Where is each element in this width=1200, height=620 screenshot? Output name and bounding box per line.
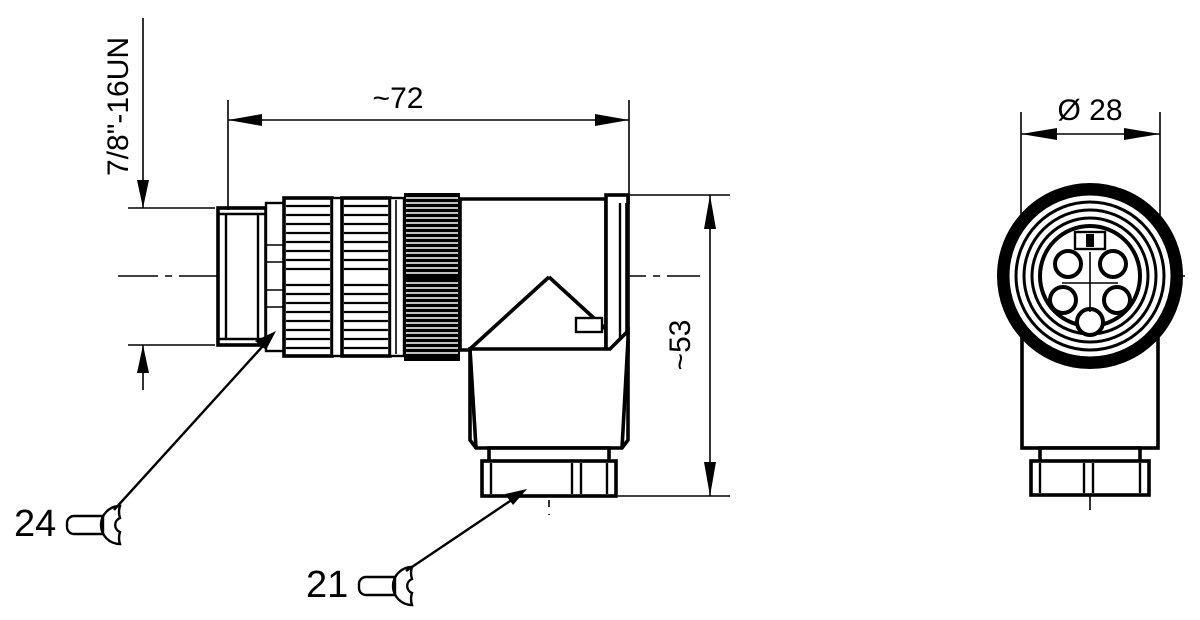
front-keyway xyxy=(1073,230,1107,251)
coupling-nut xyxy=(404,193,460,361)
wrench-icon xyxy=(357,565,414,607)
callout-wrench-24: 24 xyxy=(14,331,276,546)
front-gland-nut xyxy=(1029,459,1151,497)
dimension-diameter: Ø 28 xyxy=(1020,94,1161,230)
side-view xyxy=(118,193,700,515)
thread-arrow-top xyxy=(137,180,149,208)
diameter-arrow-right xyxy=(1124,128,1160,140)
length-arrow-left xyxy=(228,114,262,126)
length-arrow-right xyxy=(595,114,629,126)
dimension-height: ~53 xyxy=(618,194,730,497)
thread-arrow-bottom xyxy=(137,345,149,373)
contact-5 xyxy=(1075,307,1105,337)
contact-3 xyxy=(1048,285,1078,315)
front-knurled-outer-ring xyxy=(997,183,1183,369)
leader-line-21 xyxy=(405,492,523,572)
length-label: ~72 xyxy=(373,82,424,115)
cable-gland-nut xyxy=(480,459,618,498)
vertical-arm xyxy=(468,326,630,450)
diameter-label: Ø 28 xyxy=(1057,94,1122,127)
contact-2 xyxy=(1098,249,1128,279)
knurled-grip-band-1 xyxy=(282,196,334,358)
contact-1 xyxy=(1053,249,1083,279)
front-ring-2 xyxy=(1014,200,1166,352)
wrench-21-label: 21 xyxy=(306,564,348,606)
front-contacts xyxy=(1048,249,1132,337)
wrench-24-label: 24 xyxy=(14,503,56,545)
diameter-arrow-left xyxy=(1021,128,1057,140)
elbow-body xyxy=(458,197,610,352)
leader-arrow-21 xyxy=(505,489,527,505)
wrench-icon xyxy=(65,504,122,546)
height-arrow-bottom xyxy=(704,462,716,496)
contact-4 xyxy=(1102,285,1132,315)
dimension-thread: 7/8"-16UN xyxy=(102,18,215,390)
leader-arrow-24 xyxy=(255,331,276,350)
knurled-grip-band-2 xyxy=(340,196,392,358)
thread-end xyxy=(216,206,268,347)
thread-spec-label: 7/8"-16UN xyxy=(102,37,135,176)
leader-line-24 xyxy=(113,335,273,511)
front-ring-3 xyxy=(1022,208,1158,344)
rear-flange xyxy=(604,193,630,355)
thread-shoulder xyxy=(264,201,286,353)
height-arrow-top xyxy=(704,195,716,229)
grip-gap-ring-2 xyxy=(388,196,406,358)
front-center-cross xyxy=(1062,252,1118,312)
dimension-length: ~72 xyxy=(227,82,630,210)
callout-wrench-21: 21 xyxy=(306,489,527,607)
front-view: Ø 28 xyxy=(997,94,1185,510)
height-label: ~53 xyxy=(664,320,697,371)
